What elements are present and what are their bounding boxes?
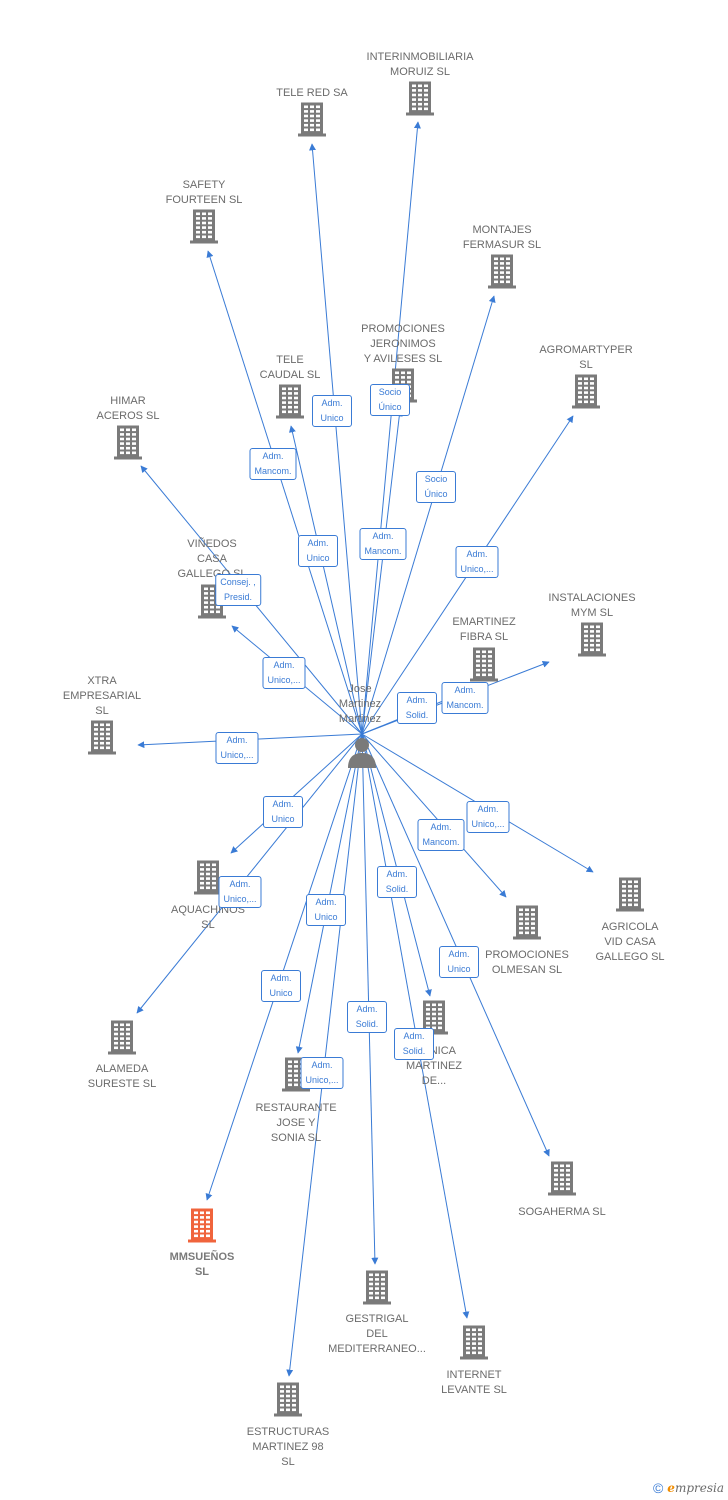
company-name: TELE RED SA — [276, 87, 348, 99]
relation-label-emartinez[interactable]: Adm. Mancom. — [441, 682, 489, 714]
company-name: MONICA MARTINEZ DE... — [405, 1045, 463, 1087]
brand-initial: e — [667, 1481, 675, 1495]
edge-estructuras — [286, 733, 363, 1377]
company-name: PROMOCIONES JERONIMOS Y AVILESES SL — [361, 323, 445, 365]
relation-label-gestrigal[interactable]: Adm. Solid. — [347, 1001, 387, 1033]
edge-montajes — [361, 295, 496, 735]
relation-label-internet[interactable]: Adm. Solid. — [394, 1028, 434, 1060]
building-icon — [273, 1382, 303, 1423]
person-icon — [348, 738, 376, 768]
company-name: ESTRUCTURAS MARTINEZ 98 SL — [246, 1426, 330, 1468]
relation-label-xtra[interactable]: Adm. Unico,... — [215, 732, 259, 764]
building-icon — [547, 1161, 577, 1202]
company-name: SAFETY FOURTEEN SL — [165, 179, 243, 206]
relation-label-promociones-olmesan[interactable]: Adm. Mancom. — [417, 819, 465, 851]
brand-name: mpresia — [674, 1481, 724, 1495]
building-icon — [571, 374, 601, 415]
company-name: MMSUEÑOS SL — [169, 1251, 235, 1278]
building-icon — [107, 1020, 137, 1061]
edge-interinmobiliaria — [361, 121, 421, 735]
brand-logo: empresia — [667, 1481, 724, 1495]
relation-label-instalaciones[interactable]: Adm. Solid. — [397, 692, 437, 724]
relation-label-telecaudal[interactable]: Adm. Unico — [298, 535, 338, 567]
relation-label-estructuras[interactable]: Adm. Unico,... — [300, 1057, 344, 1089]
relation-label-alameda[interactable]: Adm. Unico,... — [218, 876, 262, 908]
edge-safety — [206, 250, 363, 735]
company-name: EMARTINEZ FIBRA SL — [452, 616, 516, 643]
edge-promociones-jeronimos — [361, 409, 403, 735]
building-icon — [577, 622, 607, 663]
relation-label-agromartyper[interactable]: Adm. Unico,... — [455, 546, 499, 578]
relation-label-monica[interactable]: Adm. Solid. — [377, 866, 417, 898]
person-name: Jose Martinez Martinez — [338, 683, 382, 725]
company-name: MONTAJES FERMASUR SL — [462, 224, 542, 251]
relation-label-agricola[interactable]: Adm. Unico,... — [466, 801, 510, 833]
relation-label-promociones-jeronimos[interactable]: Adm. Mancom. — [359, 528, 407, 560]
company-name: INTERINMOBILIARIA MORUIZ SL — [366, 51, 474, 78]
company-name: GESTRIGAL DEL MEDITERRANEO... — [328, 1313, 426, 1355]
relation-label-telered[interactable]: Adm. Unico — [312, 395, 352, 427]
building-icon — [615, 877, 645, 918]
company-name: INSTALACIONES MYM SL — [548, 592, 636, 619]
building-icon — [189, 209, 219, 250]
relation-label-restaurante[interactable]: Adm. Unico — [306, 894, 346, 926]
building-icon — [487, 254, 517, 295]
building-icon — [87, 720, 117, 761]
building-icon — [469, 647, 499, 688]
building-icon — [419, 1000, 449, 1041]
building-icon — [113, 425, 143, 466]
edge-monica — [361, 733, 432, 997]
company-name: RESTAURANTE JOSE Y SONIA SL — [255, 1102, 337, 1144]
company-name: ALAMEDA SURESTE SL — [87, 1063, 157, 1090]
building-icon — [275, 384, 305, 425]
edge-telecaudal — [289, 425, 363, 735]
company-name: PROMOCIONES OLMESAN SL — [485, 949, 569, 976]
edge-aquachinos — [230, 733, 363, 854]
copyright-icon: © — [652, 1480, 664, 1496]
edge-alameda — [136, 733, 363, 1014]
relation-label-sogaherma[interactable]: Adm. Unico — [439, 946, 479, 978]
company-name: TELE CAUDAL SL — [259, 354, 321, 381]
edge-telered — [309, 143, 363, 735]
edge-sogaherma — [361, 733, 550, 1157]
building-icon — [362, 1270, 392, 1311]
edge-gestrigal — [361, 733, 379, 1265]
relation-label-interinmobiliaria[interactable]: Socio Único — [370, 384, 410, 416]
edge-mmsuenos — [205, 733, 363, 1201]
relation-label-aquachinos[interactable]: Adm. Unico — [263, 796, 303, 828]
company-name: INTERNET LEVANTE SL — [441, 1369, 507, 1396]
building-icon — [459, 1325, 489, 1366]
relation-label-safety[interactable]: Adm. Mancom. — [249, 448, 297, 480]
company-name: AGRICOLA VID CASA GALLEGO SL — [595, 921, 665, 963]
building-icon — [297, 102, 327, 143]
edge-internet — [361, 733, 470, 1319]
edge-promociones-olmesan — [361, 733, 507, 898]
company-name: XTRA EMPRESARIAL SL — [62, 675, 142, 717]
building-icon — [187, 1208, 217, 1249]
company-name: AGROMARTYPER SL — [539, 344, 633, 371]
relation-label-himar[interactable]: Consej. , Presid. — [215, 574, 261, 606]
edge-restaurante — [295, 733, 363, 1054]
relation-label-vinedos[interactable]: Adm. Unico,... — [262, 657, 306, 689]
relation-label-montajes[interactable]: Socio Único — [416, 471, 456, 503]
building-icon — [193, 860, 223, 901]
footer-brand: © empresia — [653, 1480, 724, 1496]
relation-label-mmsuenos[interactable]: Adm. Unico — [261, 970, 301, 1002]
building-icon — [512, 905, 542, 946]
building-icon — [405, 81, 435, 122]
company-name: SOGAHERMA SL — [518, 1206, 606, 1218]
company-name: HIMAR ACEROS SL — [96, 395, 160, 422]
